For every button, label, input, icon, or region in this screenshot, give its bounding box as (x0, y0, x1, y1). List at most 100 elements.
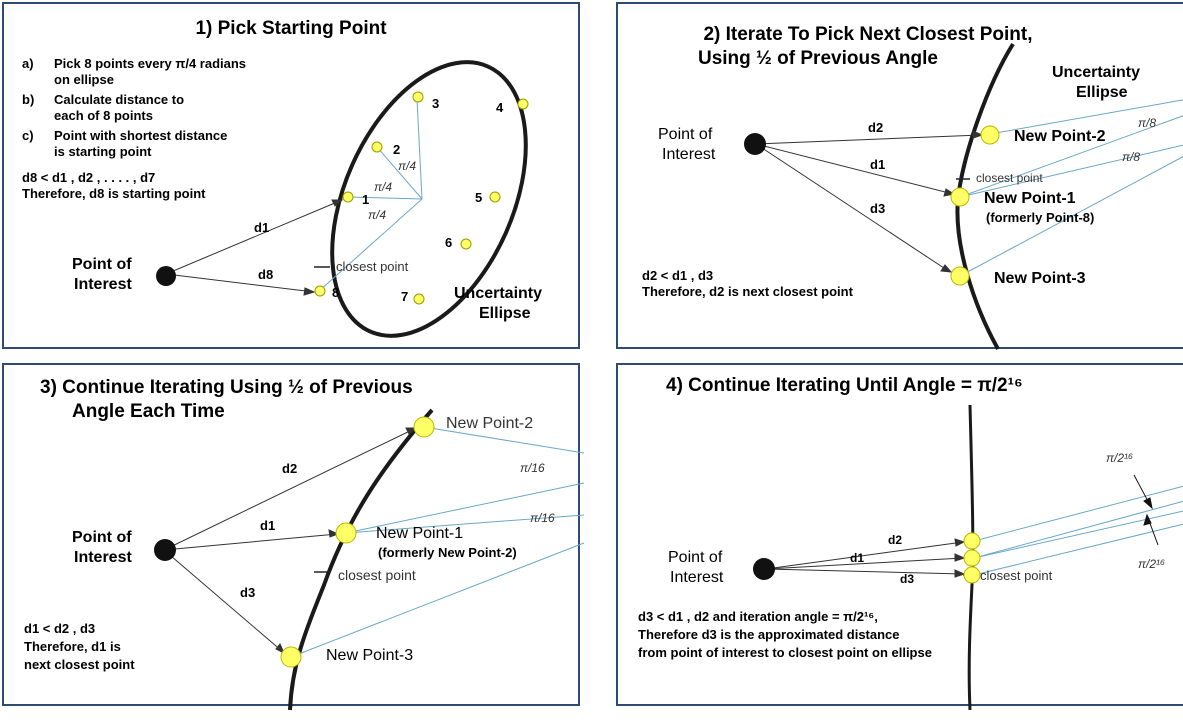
uncertainty-ellipse (330, 60, 528, 338)
distance-label-d3: d3 (240, 585, 256, 600)
panel3-diagram (154, 408, 585, 711)
panel3-conclusion: Therefore, d1 is (24, 639, 121, 654)
panel4-diagram (753, 404, 1183, 711)
panel4-conclusion: Therefore d3 is the approximated distanc… (638, 627, 900, 642)
panel-continue-iterating: 3) Continue Iterating Using ½ of Previou… (2, 363, 585, 711)
panel2-diagram (744, 42, 1183, 350)
new-point-1-label: New Point-1 (984, 190, 1076, 207)
ellipse-point-8 (314, 285, 326, 297)
point-of-interest-label-2: Interest (670, 569, 724, 586)
point-label-5: 5 (475, 190, 483, 205)
closest-point-label: closest point (338, 567, 416, 583)
distance-label-d1: d1 (870, 157, 886, 172)
panel3-title: 3) Continue Iterating Using ½ of Previou… (40, 377, 413, 398)
new-point-2-label: New Point-2 (1014, 128, 1106, 145)
distance-label-d8: d8 (258, 267, 274, 282)
point-label-8: 8 (332, 285, 340, 300)
step-b-marker: b) (22, 92, 35, 107)
distance-label-d2: d2 (282, 461, 298, 476)
ellipse-arc (288, 408, 434, 711)
step-b-text-cont: each of 8 points (54, 108, 153, 123)
step-b-text: Calculate distance to (54, 92, 185, 107)
formerly-point-8-label: (formerly Point-8) (986, 210, 1095, 225)
angle-label-upper: π/4 (398, 159, 417, 173)
step-c-marker: c) (22, 128, 34, 143)
point-of-interest-marker (753, 558, 775, 580)
formerly-new-point-2-label: (formerly New Point-2) (378, 545, 517, 560)
ellipse-point-7 (413, 293, 425, 305)
closest-point-label: closest point (976, 171, 1043, 185)
candidate-points (963, 532, 981, 584)
point-of-interest-label: Point of (72, 256, 132, 273)
panel4-conclusion-2: from point of interest to closest point … (638, 645, 932, 660)
ellipse-points (314, 91, 529, 305)
panel3-title-2: Angle Each Time (72, 401, 225, 422)
panel4-condition: d3 < d1 , d2 and iteration angle = π/2¹⁶… (638, 609, 878, 624)
angle-pointer-arrows (1133, 474, 1159, 546)
angle-rays (318, 98, 423, 292)
angle-label-upper: π/16 (520, 461, 545, 475)
distance-arrows (163, 427, 418, 655)
panel1-diagram (156, 60, 529, 338)
step-a-text: Pick 8 points every π/4 radians (54, 56, 247, 71)
panel2-condition: d2 < d1 , d3 (642, 268, 714, 283)
point-label-1: 1 (362, 192, 370, 207)
point-label-3: 3 (432, 96, 440, 111)
point-of-interest-marker (156, 266, 176, 286)
panel-iterate-until-angle: 4) Continue Iterating Until Angle = π/2¹… (616, 363, 1183, 711)
angle-rays (959, 99, 1183, 277)
step-c-text-cont: is starting point (54, 144, 152, 159)
point-of-interest-label: Point of (668, 549, 723, 566)
panel1-conclusion: Therefore, d8 is starting point (22, 186, 206, 201)
panel-pick-starting-point: 1) Pick Starting Point a) Pick 8 points … (2, 2, 580, 349)
ellipse-point-6 (460, 238, 472, 250)
new-point-2-marker (980, 125, 1000, 145)
angle-label-lower: π/16 (530, 511, 555, 525)
new-point-3-label: New Point-3 (994, 270, 1086, 287)
new-point-3-marker (950, 266, 970, 286)
distance-label-d1: d1 (254, 220, 270, 235)
point-of-interest-marker (744, 133, 766, 155)
panel2-conclusion: Therefore, d2 is next closest point (642, 284, 853, 299)
panel2-title: 2) Iterate To Pick Next Closest Point, (703, 24, 1033, 45)
point-label-6: 6 (445, 235, 453, 250)
uncertainty-ellipse-label: Uncertainty (1052, 64, 1141, 81)
point-of-interest-label-2: Interest (74, 549, 132, 566)
candidate-points (280, 416, 435, 668)
distance-label-d2: d2 (868, 120, 884, 135)
new-point-1-marker (335, 522, 357, 544)
panel3-condition: d1 < d2 , d3 (24, 621, 96, 636)
candidate-points (950, 125, 1000, 286)
new-point-1-marker (963, 549, 981, 567)
distance-label-d3: d3 (900, 572, 915, 586)
new-point-1-marker (950, 187, 970, 207)
distance-label-d2: d2 (888, 533, 903, 547)
step-a-text-cont: on ellipse (54, 72, 114, 87)
angle-label-lower: π/2¹⁶ (1138, 557, 1166, 571)
new-point-3-marker (280, 646, 302, 668)
point-of-interest-marker (154, 539, 176, 561)
point-of-interest-label: Point of (72, 529, 132, 546)
ellipse-arc (967, 404, 975, 711)
new-point-2-marker (963, 532, 981, 550)
point-label-7: 7 (401, 289, 409, 304)
distance-arrows (165, 199, 344, 296)
distance-arrows (755, 130, 984, 273)
distance-arrows (765, 538, 966, 578)
panel1-title: 1) Pick Starting Point (195, 18, 387, 39)
angle-label-lower: π/4 (368, 208, 387, 222)
point-label-4: 4 (496, 100, 504, 115)
angle-label-upper: π/8 (1138, 116, 1157, 130)
panel1-condition: d8 < d1 , d2 , . . . . , d7 (22, 170, 156, 185)
point-of-interest-label: Point of (658, 126, 713, 143)
new-point-3-label: New Point-3 (326, 647, 414, 664)
panel3-conclusion-2: next closest point (24, 657, 135, 672)
angle-label-lower: π/8 (1122, 150, 1141, 164)
step-c-text: Point with shortest distance (54, 128, 228, 143)
closest-point-label: closest point (336, 259, 409, 274)
uncertainty-ellipse-label-2: Ellipse (479, 305, 531, 322)
distance-label-d3: d3 (870, 201, 886, 216)
new-point-1-label: New Point-1 (376, 525, 464, 542)
angle-label-middle: π/4 (374, 180, 393, 194)
new-point-3-marker (963, 566, 981, 584)
